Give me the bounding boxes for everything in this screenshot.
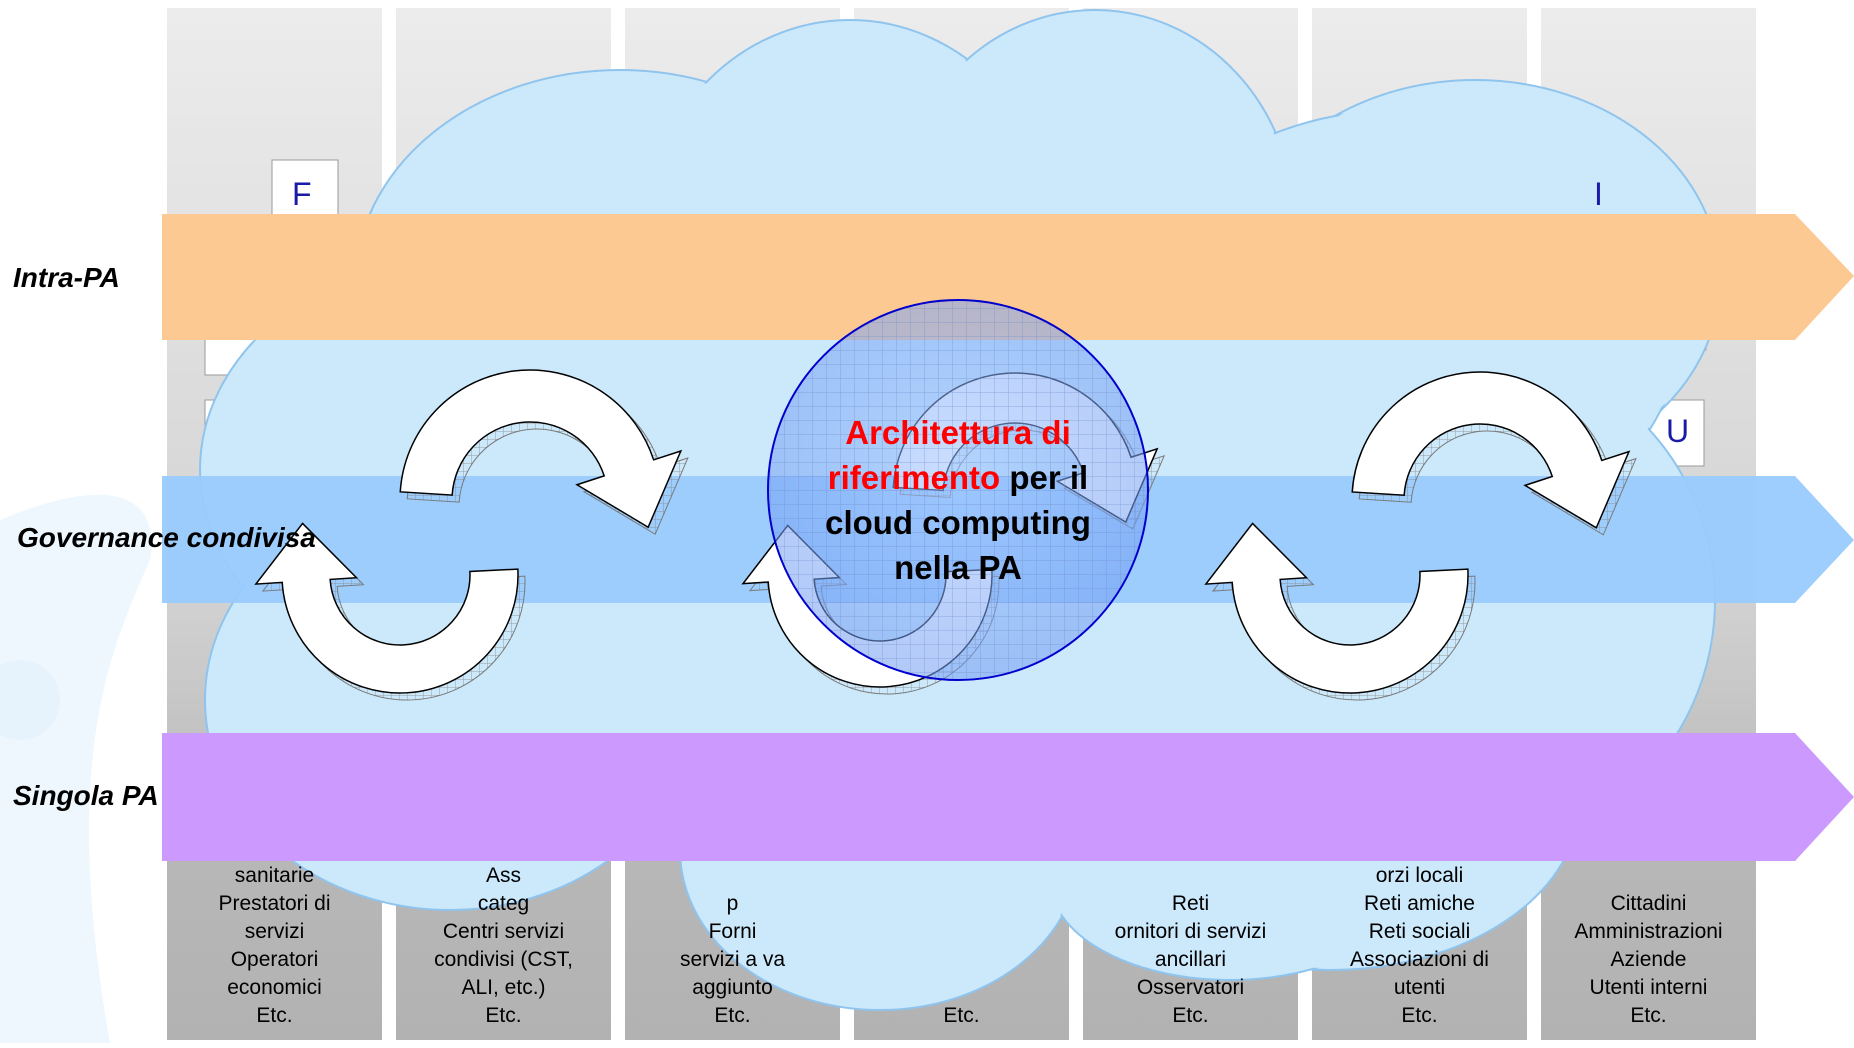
center-title-rest: per il cloud computing nella PA xyxy=(825,459,1091,586)
background-swoosh xyxy=(0,494,152,1043)
band-label-intra-pa: Intra-PA xyxy=(13,262,120,293)
band-label-singola-pa: Singola PA xyxy=(13,780,159,811)
cycle-arrow-right-upper xyxy=(1351,371,1631,529)
column-text-4: Etc. xyxy=(943,1004,980,1027)
column-text-6: orzi locali Reti amiche Reti sociali Ass… xyxy=(1350,864,1489,1027)
header-fragment-u: U xyxy=(1666,413,1690,449)
band-label-governance: Governance condivisa xyxy=(17,522,316,553)
cycle-arrow-right-lower xyxy=(1204,522,1469,694)
column-text-2: Ass categ Centri servizi condivisi (CST,… xyxy=(434,864,573,1027)
center-title-highlight: Architettura di riferimento xyxy=(827,414,1071,496)
cycle-arrow-left-upper xyxy=(399,369,683,529)
column-text-7: Cittadini Amministrazioni Aziende Utenti… xyxy=(1574,892,1723,1027)
cycle-arrow-left-lower xyxy=(254,522,519,694)
band-intra-pa xyxy=(162,214,1854,340)
band-singola-pa xyxy=(162,733,1854,861)
column-text-1: sanitarie Prestatori di servizi Operator… xyxy=(218,864,331,1027)
column-text-3: p Forni servizi a va aggiunto Etc. xyxy=(679,892,786,1027)
header-fragment-i: I xyxy=(1594,176,1603,212)
globe xyxy=(767,299,1149,681)
column-text-5: Reti ornitori di servizi ancillari Osser… xyxy=(1114,892,1267,1027)
center-title: Architettura di riferimento per il cloud… xyxy=(785,410,1131,590)
header-fragment-f: F xyxy=(292,176,312,212)
